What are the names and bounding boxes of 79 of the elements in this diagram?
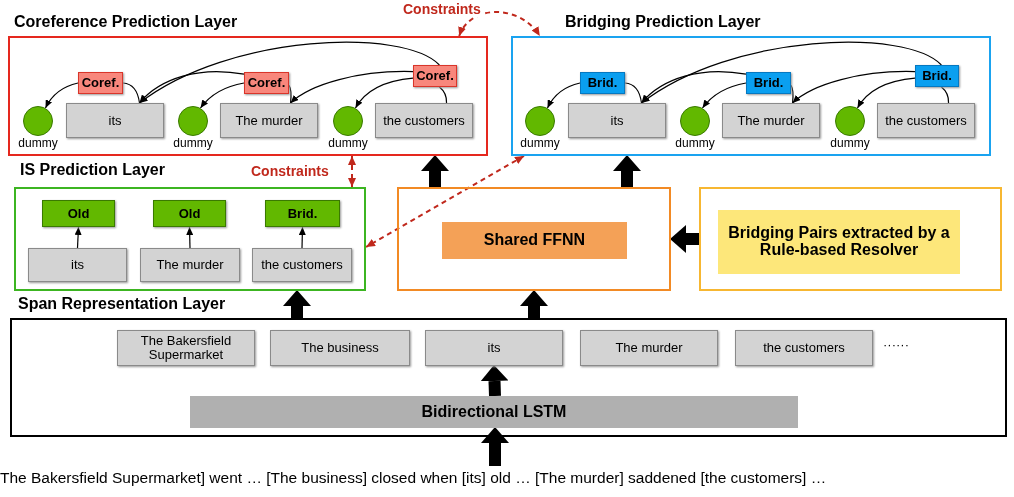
block-arrow [283, 290, 311, 318]
span-box: The murder [580, 330, 718, 366]
layer-title: IS Prediction Layer [20, 162, 165, 179]
circle-node [333, 106, 363, 136]
node-caption: dummy [172, 137, 214, 150]
block-arrow [421, 155, 449, 187]
arrow [640, 71, 747, 104]
connector-line [940, 86, 950, 104]
arrow [354, 77, 414, 109]
block-arrow [480, 365, 509, 397]
edge-label: Constraints [402, 1, 482, 17]
arrow [138, 71, 245, 104]
span-box: the customers [252, 248, 352, 282]
arrow [186, 226, 194, 249]
span-box: its [425, 330, 563, 366]
span-box: its [28, 248, 127, 282]
label-tag: Brid. [265, 200, 340, 227]
label-tag: Old [153, 200, 226, 227]
span-box: The business [270, 330, 410, 366]
module-box: Bridging Pairs extracted by a Rule-based Resolver [718, 210, 960, 274]
label-tag: Brid. [746, 72, 791, 94]
dashed-arrow [458, 11, 541, 37]
node-caption: dummy [519, 137, 561, 150]
ellipsis-text: ······ [883, 337, 909, 352]
circle-node [525, 106, 555, 136]
label-tag: Coref. [413, 65, 457, 87]
module-panel [699, 187, 1002, 291]
arrow [701, 82, 747, 109]
layer-title: Span Representation Layer [18, 296, 226, 313]
arrow [546, 82, 581, 109]
layer-title: Bridging Prediction Layer [565, 14, 761, 31]
dashed-arrow [348, 155, 356, 188]
node-caption: dummy [327, 137, 369, 150]
arrow [44, 82, 79, 109]
connector-line [122, 82, 141, 104]
span-box: its [66, 103, 164, 138]
span-box: the customers [877, 103, 975, 138]
span-box: The Bakersfield Supermarket [117, 330, 255, 366]
arrow [791, 70, 916, 104]
circle-node [23, 106, 53, 136]
block-arrow [670, 225, 699, 253]
layer-title: Coreference Prediction Layer [14, 14, 238, 31]
connector-line [624, 82, 643, 104]
arrow [298, 226, 306, 249]
label-tag: Brid. [580, 72, 625, 94]
block-arrow [613, 155, 641, 187]
dashed-arrow [365, 155, 525, 248]
span-box: The murder [722, 103, 820, 138]
label-tag: Coref. [78, 72, 123, 94]
input-sentence: The Bakersfield Supermarket] went … [The business] closed when [its] old … [The murder] saddened [the customers] … [0, 466, 1014, 490]
label-tag: Brid. [915, 65, 959, 87]
lstm-bar: Bidirectional LSTM [190, 396, 798, 428]
label-tag: Coref. [244, 72, 289, 94]
node-caption: dummy [674, 137, 716, 150]
span-box: The murder [140, 248, 240, 282]
arrow [199, 82, 245, 109]
node-caption: dummy [17, 137, 59, 150]
arrow [856, 77, 916, 109]
circle-node [178, 106, 208, 136]
span-box: its [568, 103, 666, 138]
block-arrow [481, 427, 509, 466]
arrow [138, 41, 440, 104]
node-caption: dummy [829, 137, 871, 150]
span-box: the customers [735, 330, 873, 366]
span-box: The murder [220, 103, 318, 138]
connector-line [438, 86, 448, 104]
circle-node [680, 106, 710, 136]
label-tag: Old [42, 200, 115, 227]
block-arrow [520, 290, 548, 318]
arrow [74, 226, 82, 249]
arrow [289, 70, 414, 104]
module-box: Shared FFNN [442, 222, 627, 259]
module-panel [397, 187, 671, 291]
connector-line [288, 84, 292, 104]
arrow [640, 41, 942, 104]
connector-line [790, 84, 794, 104]
edge-label: Constraints [250, 163, 330, 179]
circle-node [835, 106, 865, 136]
span-box: the customers [375, 103, 473, 138]
